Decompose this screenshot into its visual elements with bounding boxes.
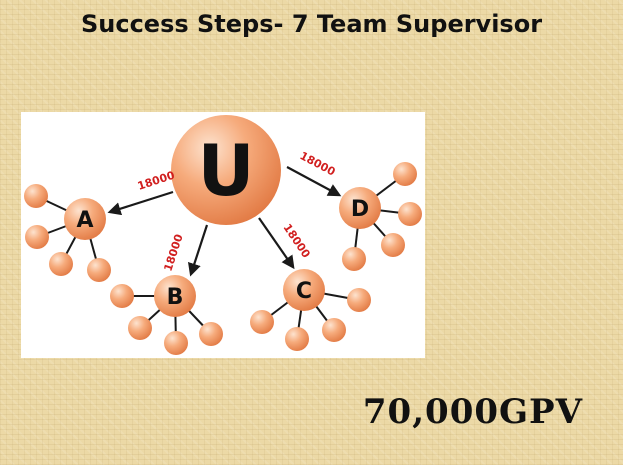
arrow-to-d <box>286 166 342 197</box>
arrow-to-b <box>188 224 209 277</box>
team-arrows <box>107 166 342 277</box>
team-node-c: C <box>283 269 325 311</box>
edge-label-d: 18000 <box>298 149 338 179</box>
team-node-d: D <box>339 187 381 229</box>
edge-label-b: 18000 <box>161 232 185 273</box>
team-b-label: B <box>167 285 184 310</box>
team-d-label: D <box>351 197 369 222</box>
team-a-label: A <box>76 208 93 233</box>
team-c-label: C <box>296 279 312 304</box>
arrow-to-c <box>258 217 295 270</box>
center-node-u: U <box>171 115 281 225</box>
center-label: U <box>198 130 255 212</box>
team-diagram: A B C D U 18000 18000 18000 18000 <box>21 112 425 358</box>
team-node-a: A <box>64 198 106 240</box>
slide-title: Success Steps- 7 Team Supervisor <box>80 10 543 38</box>
edge-label-a: 18000 <box>136 169 177 193</box>
gpv-total: 70,000GPV <box>362 392 583 432</box>
satellite-nodes <box>24 162 422 355</box>
arrow-to-a <box>107 190 174 216</box>
team-node-b: B <box>154 275 196 317</box>
